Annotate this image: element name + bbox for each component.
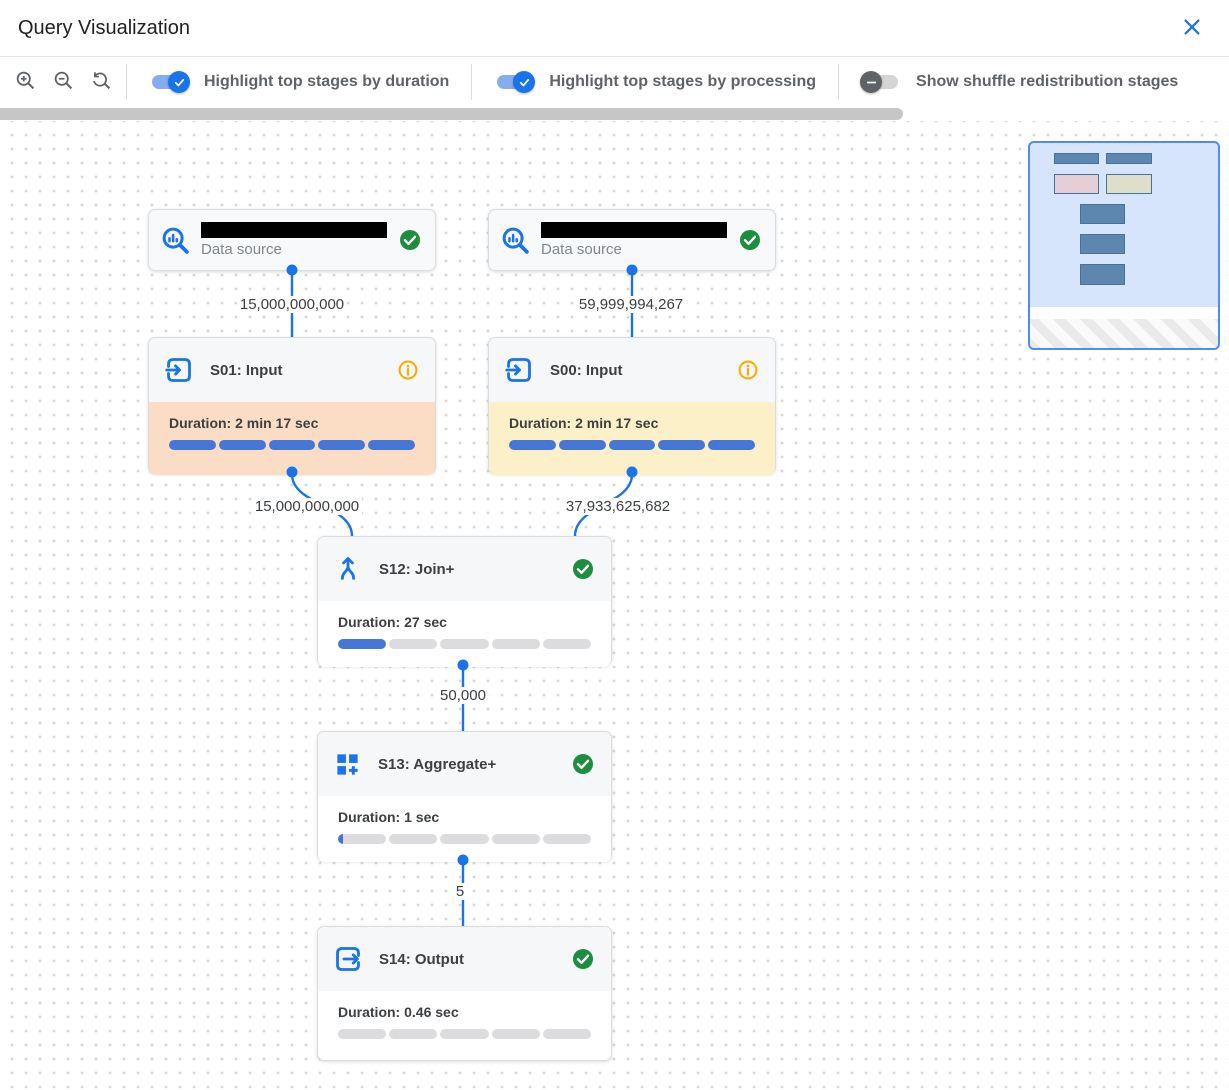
edge-label-rows: 15,000,000,000 [236, 296, 348, 313]
highlight-processing-label: Highlight top stages by processing [549, 73, 817, 90]
bigquery-search-icon [500, 225, 530, 255]
node-data-source-2[interactable]: Data source [488, 209, 776, 271]
data-source-subtitle: Data source [201, 241, 282, 258]
minimap-node [1080, 264, 1125, 285]
data-source-info: Data source [541, 222, 727, 258]
stage-duration-section: Duration: 2 min 17 sec [149, 402, 435, 475]
stage-duration-section: Duration: 27 sec [318, 601, 611, 667]
progress-bar [338, 639, 592, 649]
success-check-icon [738, 228, 762, 252]
node-stage-s00[interactable]: S00: Input Duration: 2 min 17 sec [488, 337, 776, 475]
progress-bar [338, 834, 592, 844]
reset-zoom-button[interactable] [82, 63, 120, 101]
minimap-node [1080, 204, 1125, 224]
close-button[interactable] [1177, 13, 1207, 43]
redacted-table-name [541, 222, 727, 238]
edge-label-rows: 50,000 [437, 687, 489, 704]
duration-label: Duration: 2 min 17 sec [509, 415, 659, 431]
zoom-in-icon [15, 70, 36, 94]
node-data-source-1[interactable]: Data source [148, 209, 436, 271]
stage-header: S01: Input [149, 338, 435, 402]
node-stage-s12[interactable]: S12: Join+ Duration: 27 sec [317, 536, 612, 667]
success-check-icon [571, 752, 595, 776]
stage-duration-section: Duration: 0.46 sec [318, 991, 611, 1060]
close-icon [1181, 16, 1203, 41]
node-stage-s01[interactable]: S01: Input Duration: 2 min 17 sec [148, 337, 436, 475]
dialog-header: Query Visualization [0, 0, 1229, 57]
progress-bar [338, 1029, 592, 1039]
toggle-group-duration: Highlight top stages by duration [133, 70, 465, 94]
zoom-out-icon [53, 70, 74, 94]
success-check-icon [571, 947, 595, 971]
data-source-info: Data source [201, 222, 387, 258]
check-icon [173, 76, 186, 89]
horizontal-scrollbar-thumb[interactable] [0, 108, 903, 120]
stage-duration-section: Duration: 1 sec [318, 796, 611, 862]
input-icon [165, 356, 193, 384]
graph-canvas[interactable]: 15,000,000,000 59,999,994,267 15,000,000… [0, 121, 1229, 1090]
toolbar-divider [126, 64, 127, 100]
zoom-in-button[interactable] [6, 63, 44, 101]
progress-bar [509, 440, 755, 450]
node-stage-s14[interactable]: S14: Output Duration: 0.46 sec [317, 926, 612, 1061]
minimap-gap [1030, 307, 1218, 319]
join-icon [334, 555, 362, 583]
reset-zoom-icon [91, 70, 112, 94]
duration-label: Duration: 27 sec [338, 614, 447, 630]
minus-icon [865, 76, 878, 89]
node-stage-s13[interactable]: S13: Aggregate+ Duration: 1 sec [317, 731, 612, 862]
check-icon [518, 76, 531, 89]
highlight-processing-toggle[interactable] [494, 70, 536, 94]
output-icon [334, 945, 362, 973]
duration-label: Duration: 2 min 17 sec [169, 415, 319, 431]
toolbar: Highlight top stages by duration Highlig… [0, 57, 1229, 107]
zoom-out-button[interactable] [44, 63, 82, 101]
stage-title: S12: Join+ [379, 560, 455, 578]
show-shuffle-label: Show shuffle redistribution stages [916, 73, 1179, 90]
stage-title: S01: Input [210, 361, 283, 379]
info-icon[interactable] [397, 359, 419, 381]
stage-header: S14: Output [318, 927, 611, 991]
show-shuffle-toggle[interactable] [860, 70, 901, 94]
horizontal-scrollbar [0, 107, 1229, 121]
duration-label: Duration: 1 sec [338, 809, 440, 825]
edge-label-rows: 59,999,994,267 [575, 296, 687, 313]
edge-label-rows: 15,000,000,000 [251, 498, 363, 515]
highlight-duration-toggle[interactable] [149, 70, 190, 94]
input-icon [505, 356, 533, 384]
minimap-node [1106, 153, 1152, 164]
toolbar-divider [471, 64, 473, 100]
minimap-out-of-view-area [1030, 319, 1218, 348]
redacted-table-name [201, 222, 387, 238]
stage-duration-section: Duration: 2 min 17 sec [489, 402, 775, 475]
aggregate-icon [334, 751, 361, 778]
success-check-icon [571, 557, 595, 581]
toggle-group-processing: Highlight top stages by processing [478, 70, 832, 94]
edge-label-rows: 37,933,625,682 [562, 498, 674, 515]
minimap[interactable] [1028, 141, 1220, 350]
edge-label-rows: 5 [452, 883, 468, 900]
minimap-node [1054, 153, 1099, 164]
minimap-node [1080, 234, 1125, 254]
minimap-node-highlight-duration [1054, 174, 1099, 194]
stage-title: S14: Output [379, 950, 464, 968]
minimap-node-highlight-processing [1106, 174, 1152, 194]
stage-header: S00: Input [489, 338, 775, 402]
page-title: Query Visualization [18, 16, 190, 39]
stage-header: S12: Join+ [318, 537, 611, 601]
success-check-icon [398, 228, 422, 252]
duration-label: Duration: 0.46 sec [338, 1004, 459, 1020]
toolbar-divider [838, 64, 840, 100]
stage-header: S13: Aggregate+ [318, 732, 611, 796]
bigquery-search-icon [160, 225, 190, 255]
progress-bar [169, 440, 415, 450]
stage-title: S00: Input [550, 361, 623, 379]
data-source-subtitle: Data source [541, 241, 622, 258]
toggle-group-shuffle: Show shuffle redistribution stages [845, 70, 1194, 94]
stage-title: S13: Aggregate+ [378, 755, 497, 773]
info-icon[interactable] [737, 359, 759, 381]
highlight-duration-label: Highlight top stages by duration [204, 73, 450, 90]
